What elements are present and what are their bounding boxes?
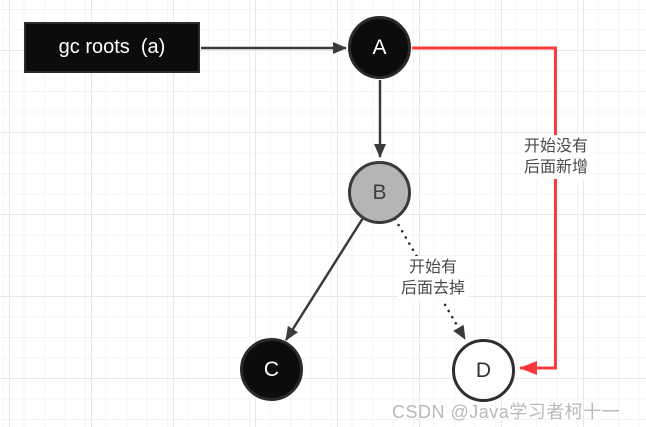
annotation-removed-later: 开始有 后面去掉	[397, 256, 469, 300]
annotation-added-line1: 开始没有	[523, 138, 589, 155]
annotation-removed-line2: 后面去掉	[400, 280, 466, 297]
edge-a-to-d-red	[412, 46, 557, 375]
node-d: D	[452, 339, 515, 402]
node-a: A	[348, 16, 411, 79]
csdn-watermark: CSDN @Java学习者柯十一	[392, 402, 621, 422]
annotation-removed-line1: 开始有	[408, 259, 458, 276]
edge-b-to-c	[284, 217, 365, 341]
node-b: B	[348, 161, 411, 224]
annotation-added-later: 开始没有 后面新增	[520, 135, 592, 179]
gc-roots-box: gc roots (a)	[24, 22, 200, 73]
annotation-added-line2: 后面新增	[523, 159, 589, 176]
node-c: C	[240, 338, 303, 401]
